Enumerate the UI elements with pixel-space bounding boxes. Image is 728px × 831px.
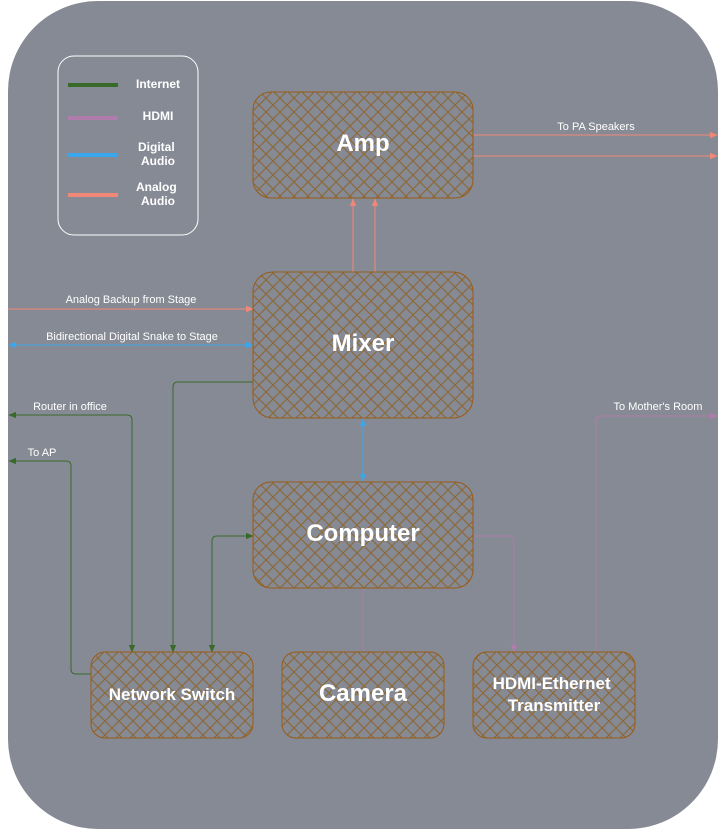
- legend: Internet HDMI Digital Audio Analog Audio: [57, 55, 199, 236]
- node-camera-label: Camera: [319, 680, 408, 707]
- node-network-switch-label: Network Switch: [109, 685, 236, 704]
- legend-box: [57, 55, 199, 236]
- edge-switch-ap: [8, 457, 91, 675]
- node-computer[interactable]: Computer: [252, 481, 474, 589]
- edge-label-router: Router in office: [33, 401, 107, 413]
- node-computer-box: [252, 481, 474, 589]
- node-hdmi-transmitter[interactable]: HDMI-Ethernet Transmitter: [472, 651, 636, 739]
- node-label-line: Network Switch: [109, 685, 236, 704]
- legend-label-line: Internet: [136, 77, 180, 91]
- legend-label-line: HDMI: [143, 109, 174, 123]
- node-amp[interactable]: Amp: [252, 91, 474, 199]
- node-label-line: Camera: [319, 680, 408, 707]
- legend-label-line: Analog: [136, 180, 177, 194]
- node-camera-box: [281, 651, 445, 739]
- legend-label-analog-audio: Analog Audio: [136, 180, 180, 208]
- edge-router-switch: [8, 411, 136, 653]
- node-hdmi-transmitter-box: [472, 651, 636, 739]
- node-network-switch-box: [90, 651, 254, 739]
- legend-label-line: Digital: [138, 140, 175, 154]
- node-mixer-box: [252, 271, 474, 419]
- node-mixer-label: Mixer: [332, 330, 395, 357]
- node-camera[interactable]: Camera: [281, 651, 445, 739]
- edge-label-digital-snake: Bidirectional Digital Snake to Stage: [46, 331, 218, 343]
- node-hdmi-transmitter-label: HDMI-Ethernet Transmitter: [493, 674, 616, 715]
- edge-label-to-pa: To PA Speakers: [557, 121, 635, 133]
- node-label-line: Amp: [336, 130, 389, 157]
- node-computer-label: Computer: [306, 520, 419, 547]
- edge-label-analog-backup: Analog Backup from Stage: [66, 294, 197, 306]
- node-mixer[interactable]: Mixer: [252, 271, 474, 419]
- legend-label-digital-audio: Digital Audio: [138, 140, 178, 168]
- edge-computer-transmitter: [473, 535, 518, 653]
- node-network-switch[interactable]: Network Switch: [90, 651, 254, 739]
- edge-label-mothers-room: To Mother's Room: [614, 401, 703, 413]
- edge-label-to-ap: To AP: [28, 447, 57, 459]
- edge-mixer-switch: [169, 381, 253, 653]
- legend-label-hdmi: HDMI: [143, 109, 174, 123]
- node-label-line: Computer: [306, 520, 419, 547]
- node-label-line: Mixer: [332, 330, 395, 357]
- node-label-line: Transmitter: [508, 696, 601, 715]
- legend-label-line: Audio: [141, 194, 175, 208]
- legend-label-internet: Internet: [136, 77, 180, 91]
- edge-transmitter-mothers-room: [595, 412, 718, 652]
- edge-switch-computer: [208, 532, 254, 653]
- connections: [8, 131, 718, 675]
- legend-label-line: Audio: [141, 154, 175, 168]
- node-amp-label: Amp: [336, 130, 389, 157]
- node-label-line: HDMI-Ethernet: [493, 674, 611, 693]
- node-amp-box: [252, 91, 474, 199]
- edge-labels: To PA Speakers Analog Backup from Stage …: [28, 121, 703, 459]
